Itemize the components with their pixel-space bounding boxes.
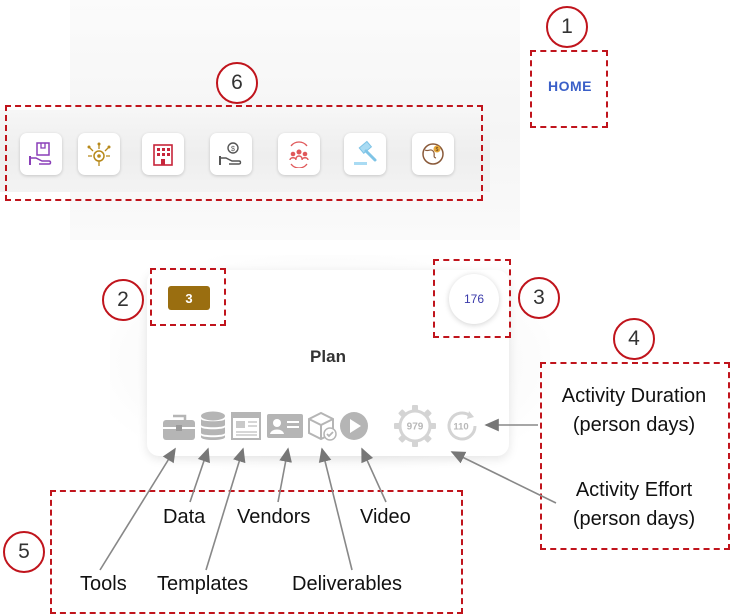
effort-label: Activity Effort [575, 479, 693, 501]
effort-value: 110 [453, 422, 468, 433]
duration-label: Activity Duration [561, 385, 707, 407]
activity-count-circle[interactable]: 176 [449, 274, 499, 324]
svg-text:$: $ [231, 146, 235, 153]
box-check-icon[interactable] [306, 410, 338, 442]
team-cycle-icon [289, 141, 309, 168]
hand-money-icon: $ [219, 142, 242, 165]
callout-6: 6 [216, 62, 258, 104]
category-tile-6[interactable] [344, 133, 386, 175]
callout-2: 2 [102, 279, 144, 321]
duration-unit: (person days) [572, 414, 696, 436]
vendors-annotation: Vendors [237, 506, 311, 528]
duration-annotation: Activity Duration (person days) [546, 382, 722, 440]
callout-3: 3 [518, 277, 560, 319]
home-highlight-box [530, 50, 608, 128]
metrics-highlight-box [540, 362, 730, 550]
callout-number: 2 [117, 288, 129, 311]
globe-money-icon: $ [422, 143, 444, 165]
duration-value: 979 [407, 422, 424, 433]
home-link[interactable]: HOME [548, 78, 592, 94]
count-highlight-box [433, 259, 511, 338]
effort-annotation: Activity Effort (person days) [546, 476, 722, 534]
category-tile-1[interactable] [20, 133, 62, 175]
play-icon[interactable] [338, 410, 370, 442]
effort-cycle-icon: 110 [447, 411, 477, 441]
callout-1: 1 [546, 6, 588, 48]
hand-box-icon [29, 142, 52, 165]
card-title: Plan [310, 347, 346, 366]
database-icon[interactable] [198, 410, 228, 442]
callout-number: 3 [533, 286, 545, 309]
deliverables-annotation: Deliverables [292, 573, 403, 595]
category-tile-4[interactable]: $ [210, 133, 252, 175]
video-annotation: Video [360, 506, 411, 528]
gavel-icon [354, 140, 377, 165]
callout-number: 4 [628, 327, 640, 350]
tools-annotation: Tools [80, 573, 127, 595]
templates-annotation: Templates [157, 573, 249, 595]
callout-5: 5 [3, 531, 45, 573]
category-tile-7[interactable]: $ [412, 133, 454, 175]
icons-highlight-box [5, 105, 483, 201]
callout-number: 5 [18, 540, 30, 563]
activity-number-badge: 3 [168, 286, 210, 310]
effort-unit: (person days) [572, 508, 696, 530]
duration-gear-icon: 979 [394, 405, 436, 447]
gear-network-icon [87, 142, 111, 166]
callout-number: 6 [231, 71, 243, 94]
toolbox-icon[interactable] [161, 410, 197, 442]
template-icon[interactable] [230, 410, 262, 442]
callout-4: 4 [613, 318, 655, 360]
data-annotation: Data [163, 506, 206, 528]
contact-card-icon[interactable] [266, 410, 304, 442]
category-tile-3[interactable] [142, 133, 184, 175]
svg-text:$: $ [436, 147, 439, 153]
callout-number: 1 [561, 15, 573, 38]
badge-highlight-box [150, 268, 226, 326]
building-icon [153, 144, 173, 166]
category-tile-2[interactable] [78, 133, 120, 175]
resources-highlight-box [50, 490, 463, 614]
category-tile-5[interactable] [278, 133, 320, 175]
